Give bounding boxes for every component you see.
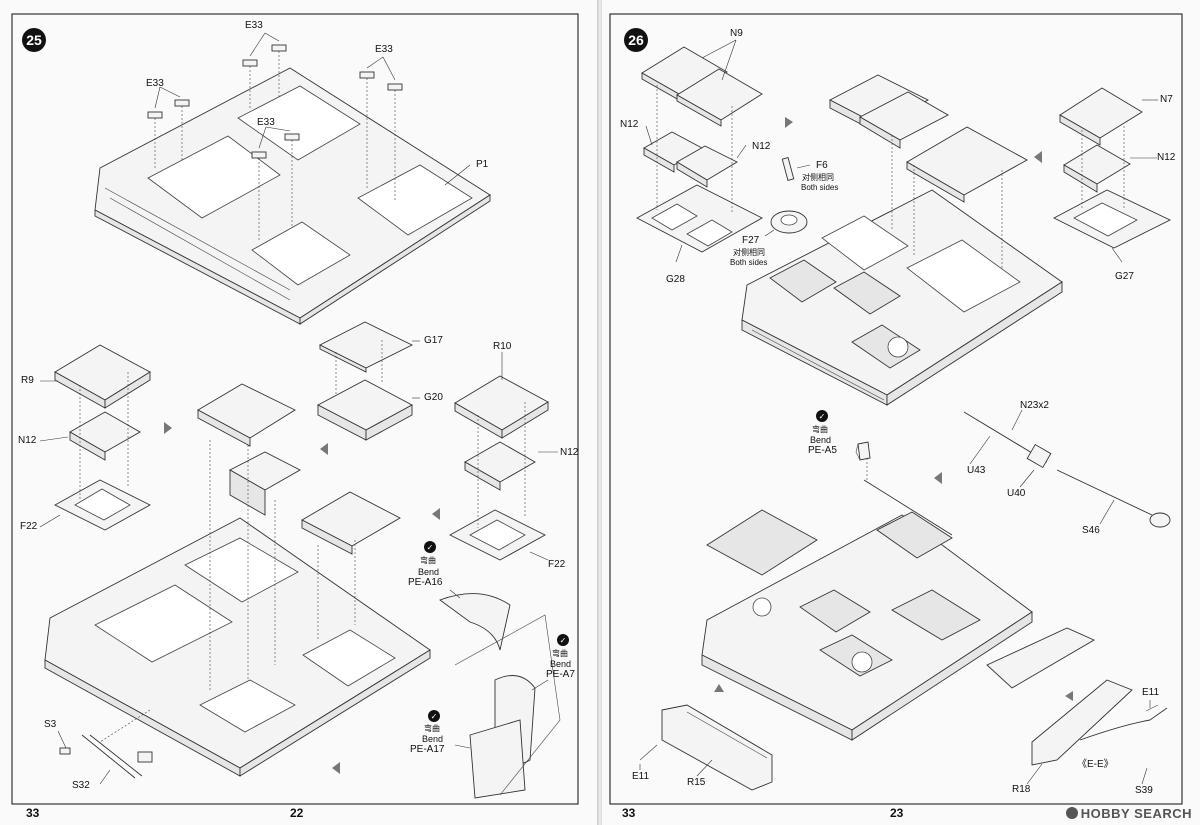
hull-plate-p1 (94, 67, 491, 325)
label-e33: E33 (245, 20, 263, 31)
label-e33: E33 (257, 117, 275, 128)
stack-middle-boxes (829, 74, 1028, 270)
bend-icon: ✓ (557, 634, 569, 646)
both-sides-en: Both sides (801, 183, 839, 192)
both-sides-cn: 对侧相同 (802, 173, 834, 182)
label-n12: N12 (560, 447, 579, 458)
hobby-search-logo-icon (1065, 807, 1078, 819)
label-e11: E11 (1142, 687, 1160, 698)
bend-icon: ✓ (428, 710, 440, 722)
label-n12: N12 (620, 119, 639, 130)
label-f22: F22 (20, 521, 38, 532)
label-e33: E33 (146, 78, 164, 89)
bend-cn: 弯曲 (812, 425, 828, 434)
step-26-diagram (609, 13, 1183, 805)
bend-cn: 弯曲 (552, 649, 568, 658)
label-s32: S32 (72, 780, 90, 791)
label-s39: S39 (1135, 785, 1153, 796)
label-g27: G27 (1115, 271, 1134, 282)
label-e33: E33 (375, 44, 393, 55)
label-e-e: 《E-E》 (1077, 759, 1114, 770)
bend-en: Bend (550, 659, 572, 669)
bend-cn: 弯曲 (424, 724, 440, 733)
label-g28: G28 (666, 274, 685, 285)
manual-page-22: 25 E33 E33 E33 E33 P1 G17 G20 R9 N12 F22… (0, 0, 598, 825)
tow-cable-s32 (57, 709, 153, 785)
bend-en: Bend (422, 734, 444, 744)
bend-icon: ✓ (816, 410, 828, 422)
bend-part: PE-A5 (808, 445, 837, 456)
label-n9: N9 (730, 28, 743, 39)
label-s3: S3 (44, 719, 57, 730)
stack-r9-n12-f22 (39, 344, 151, 531)
book-gutter (597, 0, 603, 825)
label-f6: F6 (816, 160, 828, 171)
hull-assembled (44, 440, 431, 777)
page-number-left: 33 (26, 806, 40, 820)
page-number-center: 23 (890, 806, 904, 820)
step-25-diagram (11, 13, 579, 805)
barrel-s46 (963, 409, 1171, 528)
pe-a5-part (855, 441, 871, 461)
stack-n7-n12-g27 (1053, 87, 1172, 263)
watermark-text: HOBBY SEARCH (1080, 806, 1192, 821)
label-n12: N12 (1157, 152, 1176, 163)
both-sides-cn: 对侧相同 (733, 248, 765, 257)
assembly-arrows (164, 422, 440, 774)
bend-en: Bend (810, 435, 832, 445)
label-r9: R9 (21, 375, 34, 386)
both-sides-en: Both sides (730, 258, 768, 267)
hull-lower-step26 (701, 450, 1033, 741)
label-e11: E11 (632, 771, 650, 782)
bend-cn: 弯曲 (420, 556, 436, 565)
hull-upper-step26 (741, 189, 1063, 406)
label-n12: N12 (752, 141, 771, 152)
label-n12: N12 (18, 435, 37, 446)
assembly-arrows (714, 117, 1073, 701)
label-u40: U40 (1007, 488, 1026, 499)
loose-boxes (197, 383, 401, 555)
e33-parts (147, 32, 471, 240)
stack-r10-n12-f22 (449, 352, 558, 561)
label-f22: F22 (548, 559, 566, 570)
label-g20: G20 (424, 392, 443, 403)
manual-page-23: 26 N9 N12 N12 G28 F6 对侧相同 Both sides F27… (602, 0, 1200, 825)
label-g17: G17 (424, 335, 443, 346)
hobby-search-watermark: HOBBY SEARCH (1065, 806, 1192, 821)
label-r18: R18 (1012, 784, 1031, 795)
label-p1: P1 (476, 159, 489, 170)
label-n7: N7 (1160, 94, 1173, 105)
label-r15: R15 (687, 777, 706, 788)
bend-part: PE-A17 (410, 744, 445, 755)
bend-part: PE-A7 (546, 669, 575, 680)
bend-en: Bend (418, 567, 440, 577)
label-n23x2: N23x2 (1020, 400, 1049, 411)
photo-etch-parts (439, 589, 561, 799)
side-skirts (639, 627, 1168, 791)
page-number-left: 33 (622, 806, 636, 820)
stack-g17-g20 (317, 321, 420, 441)
label-s46: S46 (1082, 525, 1100, 536)
step-number-25: 25 (22, 28, 46, 52)
stack-n9-n12-g28 (636, 39, 763, 263)
bend-part: PE-A16 (408, 577, 443, 588)
page-number-center: 22 (290, 806, 304, 820)
bend-icon: ✓ (424, 541, 436, 553)
parts-f6-f27 (764, 157, 811, 237)
label-r10: R10 (493, 341, 512, 352)
step-number-26: 26 (624, 28, 648, 52)
label-f27: F27 (742, 235, 760, 246)
label-u43: U43 (967, 465, 986, 476)
